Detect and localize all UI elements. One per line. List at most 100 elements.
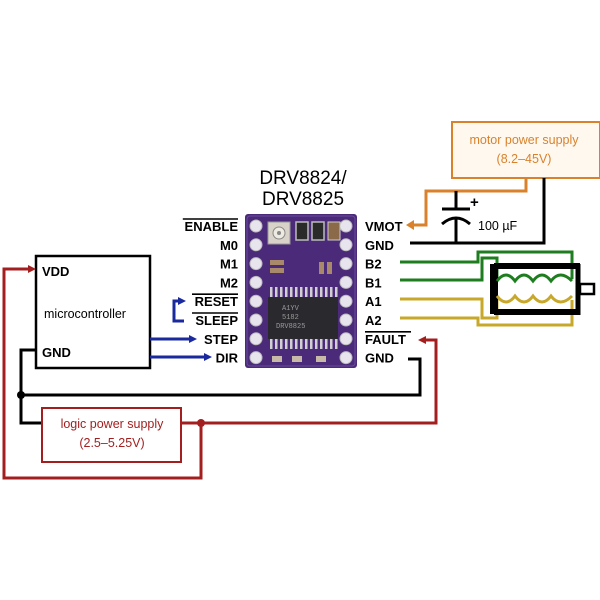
- ic-leg: [335, 339, 338, 349]
- ic-leg: [310, 287, 313, 297]
- capacitor-polarity: +: [470, 194, 479, 211]
- pin-label-left-dir: DIR: [216, 351, 239, 366]
- chip-marking-2: 5182: [282, 314, 299, 322]
- ic-leg: [285, 287, 288, 297]
- driver-board: A1YV 5182 DRV8825: [245, 214, 357, 368]
- pin-pad-left: [249, 351, 263, 365]
- coil-a: [495, 293, 574, 304]
- ic-leg: [325, 339, 328, 349]
- ic-leg: [285, 339, 288, 349]
- ic-leg: [335, 287, 338, 297]
- reset-sleep-link: [172, 299, 184, 323]
- pin-pad-right: [339, 238, 353, 252]
- title-line-2: DRV8825: [262, 189, 344, 210]
- pin-pad-left: [249, 257, 263, 271]
- vmot-arrow-icon: [406, 220, 414, 230]
- pin-pad-right: [339, 294, 353, 308]
- pin-pad-right: [339, 275, 353, 289]
- ic-leg: [295, 287, 298, 297]
- logic-gnd-wire: [19, 348, 42, 425]
- pin-label-left-m2: M2: [220, 275, 238, 290]
- gnd-junction: [17, 391, 25, 399]
- chip-marking-3: DRV8825: [276, 323, 305, 331]
- ic-leg: [300, 339, 303, 349]
- pin-pad-right: [339, 257, 353, 271]
- driver-chip: [268, 297, 338, 339]
- pin-pad-left: [249, 294, 263, 308]
- microcontroller-gnd: GND: [42, 345, 71, 360]
- ic-leg: [275, 339, 278, 349]
- pin-label-right-vmot: VMOT: [365, 219, 403, 234]
- ic-leg: [270, 339, 273, 349]
- pin-pad-left: [249, 238, 263, 252]
- logic-power-supply-label: logic power supply: [61, 417, 165, 431]
- vdd-junction: [197, 419, 205, 427]
- pin-pad-right: [339, 313, 353, 327]
- pin-label-left-step: STEP: [204, 332, 238, 347]
- pin-label-left-m0: M0: [220, 238, 238, 253]
- fault-arrow-icon: [418, 336, 426, 344]
- ic-leg: [325, 287, 328, 297]
- capacitor: + 100 µF: [441, 191, 518, 243]
- pin-label-right-b2: B2: [365, 257, 382, 272]
- motor-power-supply-range: (8.2–45V): [497, 152, 552, 166]
- capacitor-value: 100 µF: [478, 219, 518, 233]
- pin-label-left-m1: M1: [220, 257, 238, 272]
- pin-label-right-gnd: GND: [365, 351, 394, 366]
- pin-label-left-enable: ENABLE: [185, 219, 239, 234]
- pin-label-right-fault: FAULT: [365, 332, 406, 347]
- a1-wire: [400, 296, 499, 320]
- pin-pad-left: [249, 219, 263, 233]
- title-line-1: DRV8824/: [259, 168, 347, 189]
- ic-leg: [270, 287, 273, 297]
- a2-wire: [400, 300, 574, 327]
- logic-vdd-wire-driver: [181, 338, 438, 425]
- microcontroller: VDD microcontroller GND: [34, 254, 152, 370]
- pin-label-right-a2: A2: [365, 313, 382, 328]
- pin-label-right-gnd: GND: [365, 238, 394, 253]
- b2-wire: [400, 250, 574, 279]
- step-arrow-icon: [189, 335, 197, 343]
- ic-leg: [280, 287, 283, 297]
- ic-leg: [295, 339, 298, 349]
- ic-leg: [305, 287, 308, 297]
- pin-label-left-sleep: SLEEP: [195, 313, 238, 328]
- pin-label-right-a1: A1: [365, 294, 382, 309]
- ic-leg: [310, 339, 313, 349]
- coil-b: [495, 273, 574, 284]
- logic-power-supply-range: (2.5–5.25V): [79, 436, 144, 450]
- stepper-motor: [490, 263, 596, 315]
- pin-label-right-b1: B1: [365, 275, 382, 290]
- ic-leg: [290, 287, 293, 297]
- pin-pad-right: [339, 351, 353, 365]
- motor-power-supply-label: motor power supply: [469, 133, 579, 147]
- driver-gnd-wire: [21, 357, 422, 397]
- vdd-arrow-icon: [28, 265, 36, 273]
- ic-leg: [320, 339, 323, 349]
- ic-leg: [300, 287, 303, 297]
- reset-arrow-icon: [178, 297, 186, 305]
- microcontroller-label: microcontroller: [44, 307, 126, 321]
- ic-leg: [290, 339, 293, 349]
- pin-pad-left: [249, 313, 263, 327]
- pin-label-left-reset: RESET: [195, 294, 238, 309]
- ic-leg: [280, 339, 283, 349]
- ic-leg: [305, 339, 308, 349]
- motor-power-supply: motor power supply (8.2–45V): [451, 121, 600, 179]
- microcontroller-vdd: VDD: [42, 264, 69, 279]
- logic-power-supply: logic power supply (2.5–5.25V): [41, 407, 182, 463]
- vmot-wire: [412, 178, 528, 227]
- ic-leg: [320, 287, 323, 297]
- chip-marking-1: A1YV: [282, 305, 300, 313]
- ic-leg: [330, 339, 333, 349]
- logic-vdd-wire-mcu: [2, 267, 203, 480]
- pin-pad-right: [339, 332, 353, 346]
- ic-leg: [275, 287, 278, 297]
- dir-arrow-icon: [204, 353, 212, 361]
- pin-pad-right: [339, 219, 353, 233]
- ic-leg: [315, 339, 318, 349]
- pin-pad-left: [249, 275, 263, 289]
